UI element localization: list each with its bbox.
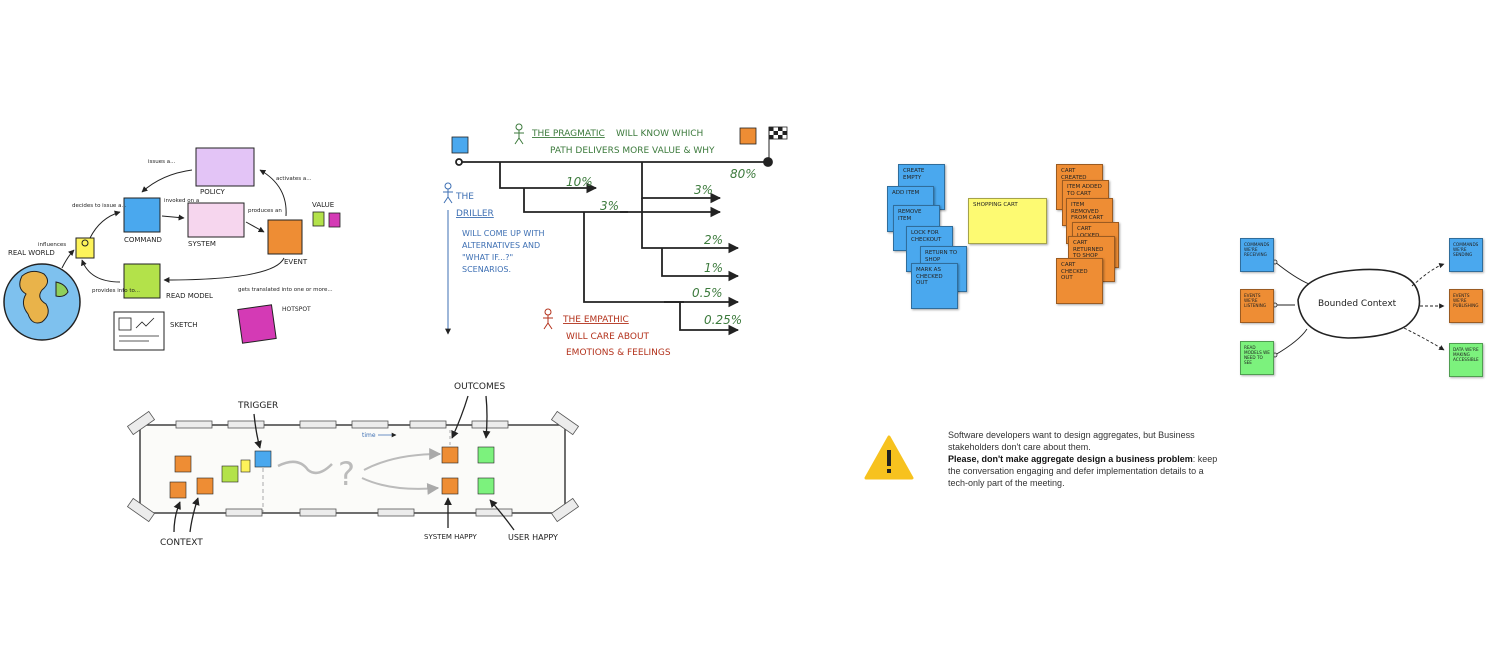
empathic-text-2: EMOTIONS & FEELINGS	[566, 348, 671, 358]
real-world-label: REAL WORLD	[8, 249, 55, 257]
question-mark: ?	[338, 455, 355, 493]
hotspot-note	[237, 304, 277, 344]
legend-cycle: REAL WORLD influences COMMAND decides to…	[3, 147, 341, 351]
user-happy-label: USER HAPPY	[508, 533, 558, 542]
influences-label: influences	[38, 242, 66, 248]
evt-cart-checked-out: CART CHECKED OUT	[1056, 258, 1103, 304]
hotspot-label: HOTSPOT	[282, 306, 311, 313]
warning-line-2: : keep the conversation engaging and def…	[948, 454, 1218, 488]
driller-person-icon	[443, 182, 453, 204]
context-note-2	[169, 481, 187, 499]
bc-out-data: DATA WE'RE MAKING ACCESSIBLE	[1449, 343, 1483, 377]
warning-triangle-icon	[864, 435, 914, 480]
context-note-5	[240, 459, 251, 473]
outcome-event-2	[441, 477, 459, 495]
globe-icon	[3, 263, 81, 341]
activates-label: activates a...	[276, 176, 312, 182]
command-label: COMMAND	[124, 236, 162, 244]
timeline-diagram: time ? TRIGGER OUTCOMES CONTEXT SYSTEM H…	[126, 382, 580, 548]
bounded-context-diagram: Bounded Context	[1272, 259, 1445, 358]
trigger-label: TRIGGER	[237, 401, 278, 411]
issues-label: issues a...	[148, 159, 176, 165]
time-label: time	[362, 432, 376, 439]
pragmatic-text-1: WILL KNOW WHICH	[616, 129, 703, 139]
timeline-paper	[139, 424, 566, 514]
bc-in-commands: COMMANDS WE'RE RECEIVING	[1240, 238, 1274, 272]
decides-label: decides to issue a...	[72, 203, 127, 209]
pragmatic-person-icon	[514, 123, 524, 145]
driller-text-4: SCENARIOS.	[462, 265, 511, 274]
read-model-note	[123, 263, 161, 299]
cmd-mark-checked-out: MARK AS CHECKED OUT	[911, 263, 958, 309]
system-note	[187, 202, 245, 238]
bounded-context-blob	[1297, 268, 1421, 339]
outcomes-label: OUTCOMES	[454, 382, 505, 392]
empathic-text-1: WILL CARE ABOUT	[566, 332, 650, 342]
event-note	[267, 219, 303, 255]
bounded-context-label: Bounded Context	[1318, 299, 1397, 309]
outcome-green-2	[477, 477, 495, 495]
context-note-1	[174, 455, 192, 473]
goal-event-note	[739, 127, 757, 145]
pragmatic-title: THE PRAGMATIC	[531, 129, 605, 139]
personas-diagram: 80% 10% 3% 3% 2% 1% 0.5% 0.25% THE PRAGM…	[443, 123, 788, 358]
empathic-person-icon	[543, 308, 553, 330]
pct-2: 2%	[704, 233, 723, 247]
pct-025: 0.25%	[704, 313, 742, 327]
aggregate-shopping-cart: SHOPPING CART	[968, 198, 1047, 244]
start-command-note	[451, 136, 469, 154]
trigger-note	[254, 450, 272, 468]
context-note-3	[196, 477, 214, 495]
context-note-4	[221, 465, 239, 483]
outcome-green-1	[477, 446, 495, 464]
driller-text-1: WILL COME UP WITH	[462, 229, 545, 238]
produces-label: produces an	[248, 208, 282, 214]
value-label: VALUE	[312, 201, 334, 209]
tape-strips	[126, 410, 580, 523]
gets-translated-label: gets translated into one or more...	[238, 287, 333, 293]
pct-80: 80%	[730, 167, 757, 181]
driller-title-1: THE	[455, 192, 474, 202]
pct-10: 10%	[566, 175, 593, 189]
invoked-label: invoked on a	[164, 198, 199, 204]
driller-title-2: DRILLER	[456, 209, 494, 219]
warning-line-1: Software developers want to design aggre…	[948, 430, 1195, 452]
actor-icon	[81, 239, 89, 247]
finish-flag-icon	[768, 126, 788, 162]
warning-text: Software developers want to design aggre…	[948, 429, 1218, 489]
command-note	[123, 197, 161, 233]
bc-out-events: EVENTS WE'RE PUBLISHING	[1449, 289, 1483, 323]
pragmatic-text-2: PATH DELIVERS MORE VALUE & WHY	[550, 146, 715, 156]
policy-note	[195, 147, 255, 187]
value-happy-icon	[312, 211, 325, 227]
outcome-event-1	[441, 446, 459, 464]
sketch-label: SKETCH	[170, 321, 197, 329]
pct-05: 0.5%	[692, 286, 723, 300]
sketch-icon	[113, 311, 165, 351]
value-sad-icon	[328, 212, 341, 228]
event-label: EVENT	[284, 258, 308, 266]
system-happy-label: SYSTEM HAPPY	[424, 533, 477, 541]
bc-in-events: EVENTS WE'RE LISTENING	[1240, 289, 1274, 323]
pct-3a: 3%	[600, 199, 619, 213]
driller-text-2: ALTERNATIVES AND	[462, 241, 540, 250]
warning-bold: Please, don't make aggregate design a bu…	[948, 454, 1193, 464]
bc-out-commands: COMMANDS WE'RE SENDING	[1449, 238, 1483, 272]
bc-in-read-models: READ MODELS WE NEED TO SEE	[1240, 341, 1274, 375]
policy-label: POLICY	[200, 188, 225, 196]
context-label: CONTEXT	[160, 538, 203, 548]
pct-3b: 3%	[694, 183, 713, 197]
actor-note	[75, 237, 95, 259]
system-label: SYSTEM	[188, 240, 216, 248]
read-model-label: READ MODEL	[166, 292, 213, 300]
pct-1: 1%	[704, 261, 723, 275]
empathic-title: THE EMPATHIC	[562, 315, 629, 325]
driller-text-3: "WHAT IF...?"	[462, 253, 513, 262]
provides-info-label: provides info to...	[92, 288, 140, 294]
